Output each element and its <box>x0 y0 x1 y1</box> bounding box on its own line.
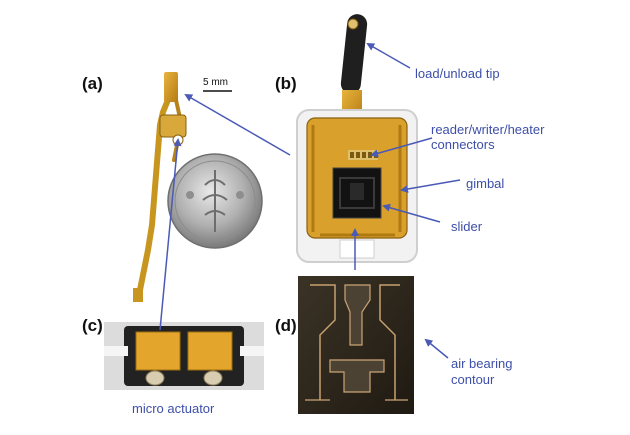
panel-label-d: (d) <box>275 316 297 335</box>
arrow-slider <box>382 203 441 223</box>
panel-label-b: (b) <box>275 74 297 93</box>
arrow-gimbal <box>400 179 461 193</box>
label-slider: slider <box>451 219 483 234</box>
arrow-load-unload-tip <box>366 43 411 69</box>
panel-a-suspension-photo <box>133 72 187 302</box>
scale-bar-label: 5 mm <box>203 77 228 88</box>
dime-coin <box>167 153 263 249</box>
panel-label-c: (c) <box>82 316 103 335</box>
panel-c-micro-actuator-photo <box>104 322 264 390</box>
arrow-connectors <box>370 137 433 158</box>
arrow-c-to-a <box>159 138 182 331</box>
label-gimbal: gimbal <box>466 176 505 191</box>
panel-d-air-bearing-photo <box>298 276 414 414</box>
label-micro-actuator: micro actuator <box>132 401 215 416</box>
label-air-bearing-line2: contour <box>451 372 495 387</box>
label-load-unload-tip: load/unload tip <box>415 66 500 81</box>
label-connectors-line2: connectors <box>431 137 495 152</box>
label-air-bearing-line1: air bearing <box>451 356 513 371</box>
arrow-air-bearing <box>424 338 449 359</box>
panel-label-a: (a) <box>82 74 103 93</box>
arrow-a-to-b <box>184 94 291 156</box>
panel-b-gimbal-photo <box>296 14 418 263</box>
label-connectors-line1: reader/writer/heater <box>431 122 545 137</box>
